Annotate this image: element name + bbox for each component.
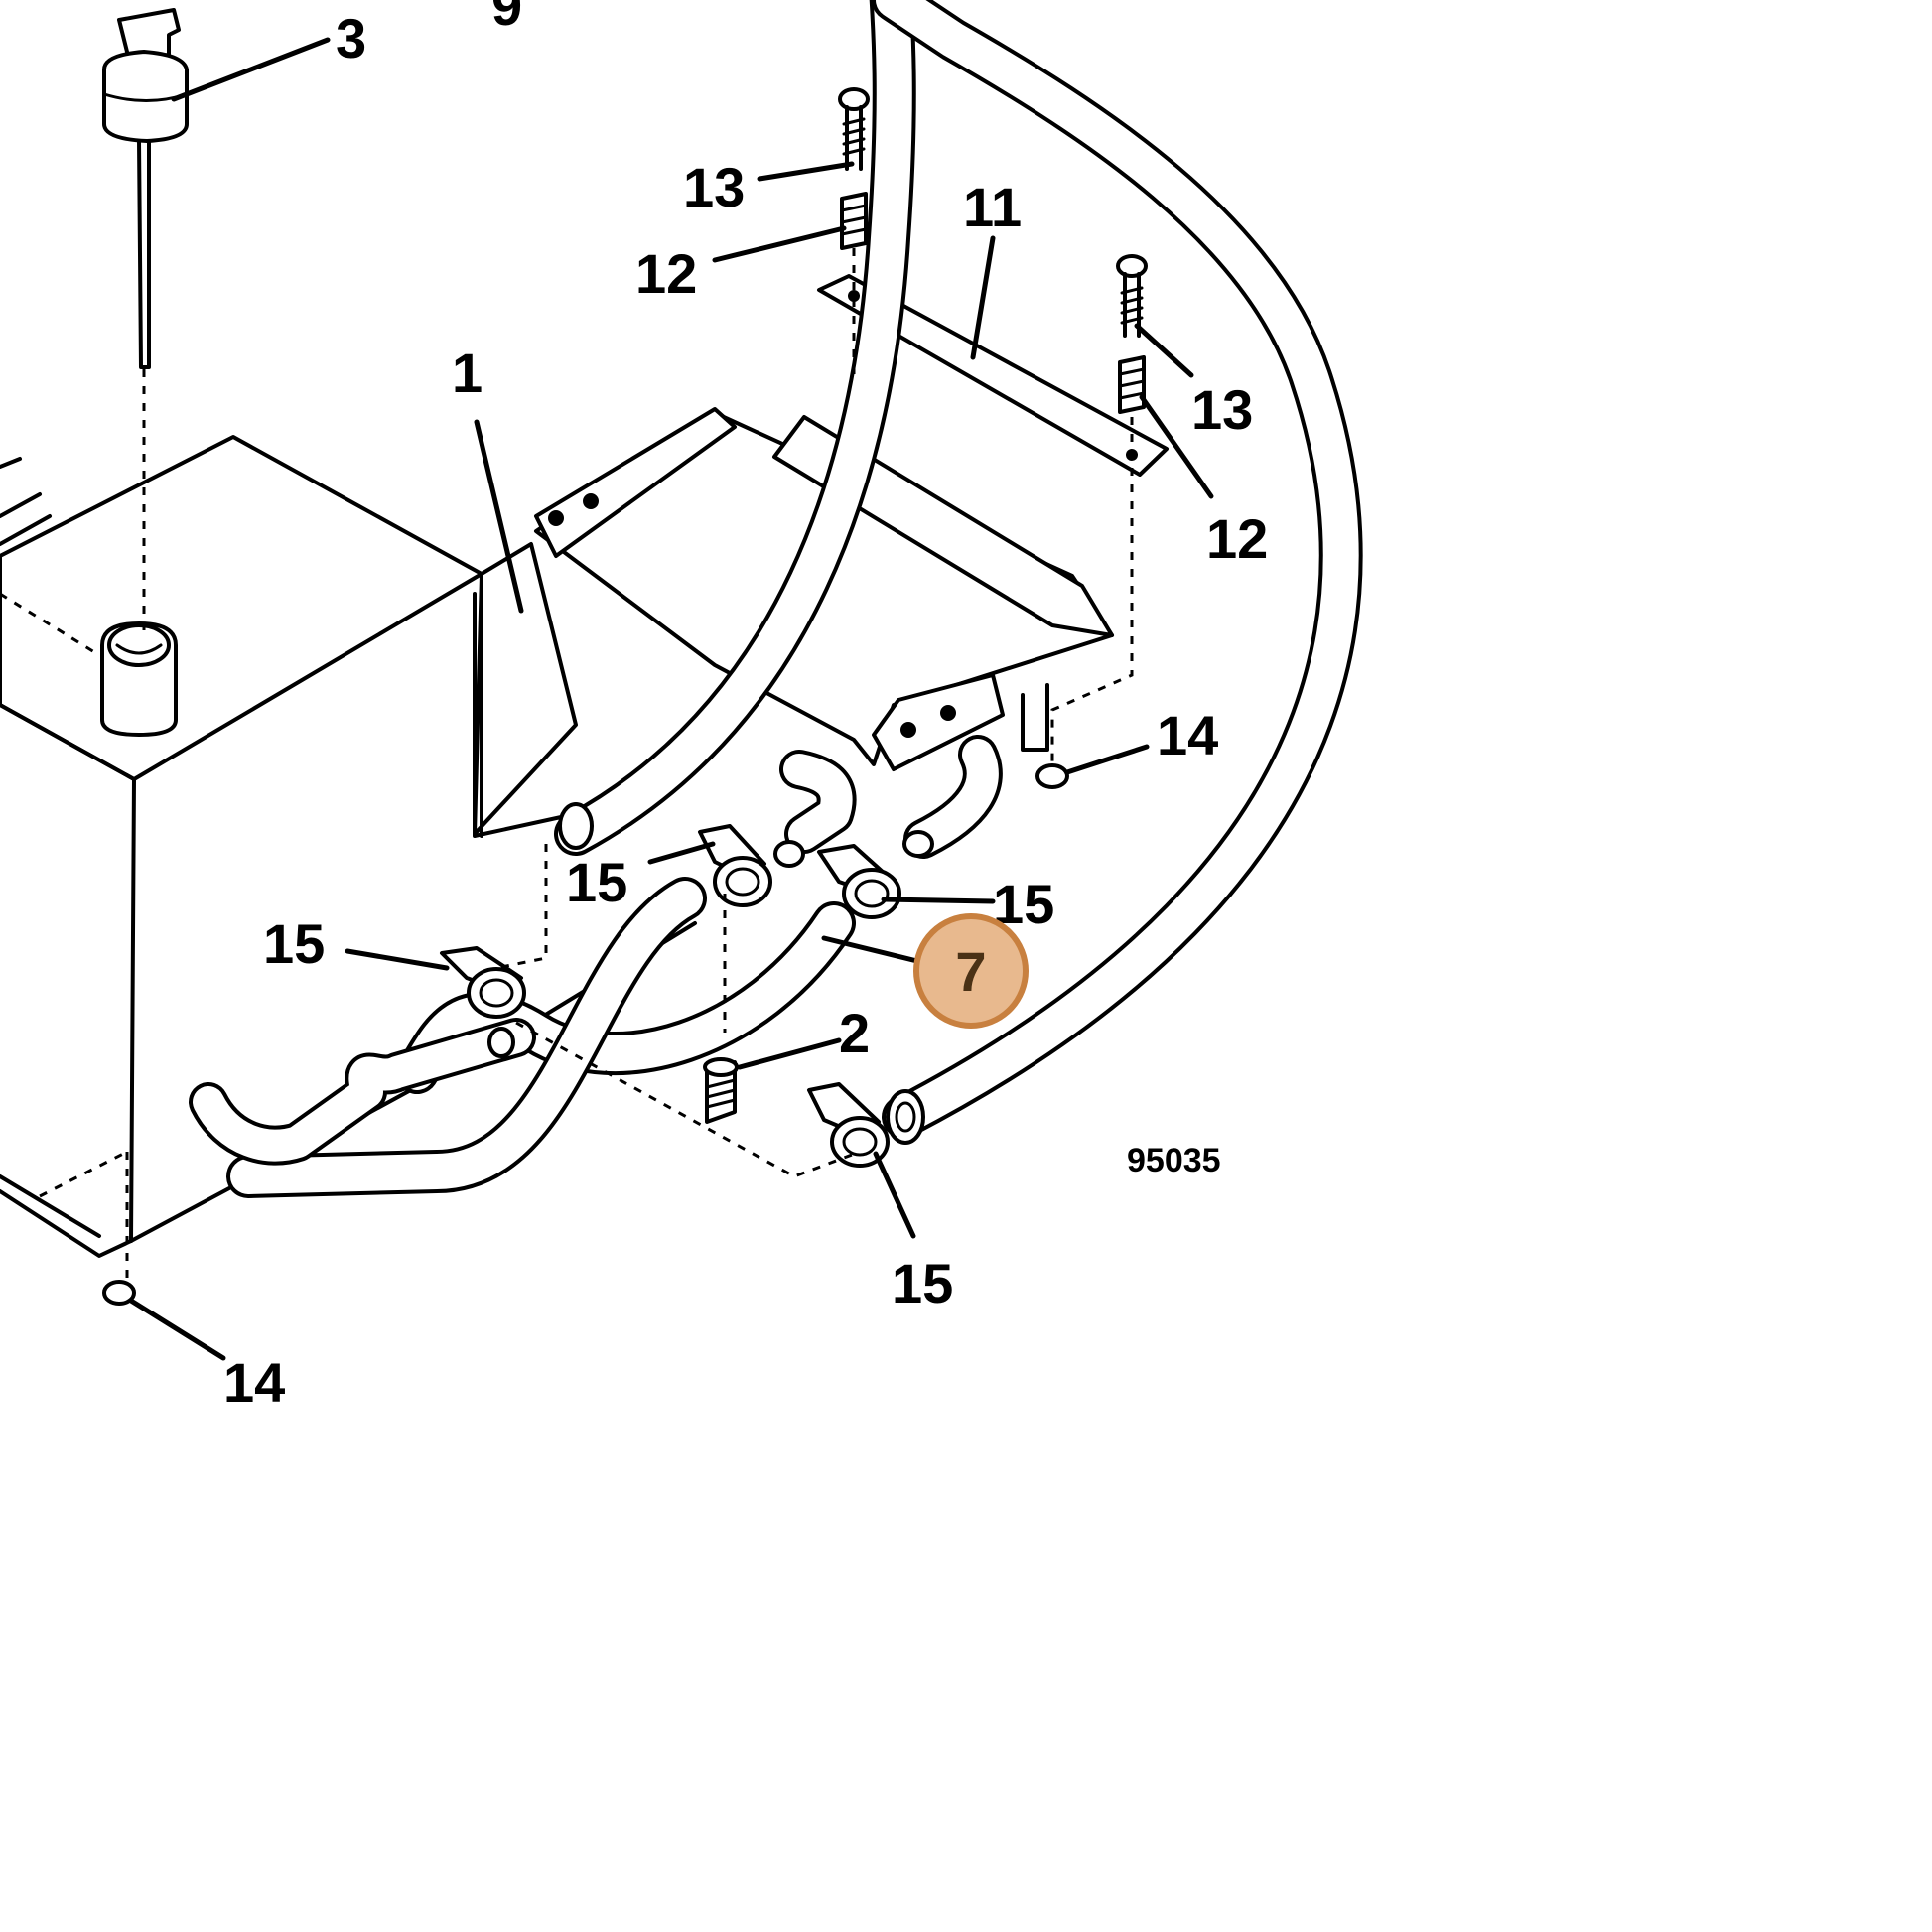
callout-label: 14	[223, 1351, 285, 1414]
callout-label: 11	[963, 176, 1022, 238]
callout-label: 1	[452, 342, 483, 404]
hex-nut	[1035, 763, 1069, 789]
tank-fittings	[487, 735, 1003, 1058]
hose-clamp	[440, 946, 526, 1019]
callout-label: 15	[263, 912, 325, 975]
leader-lines	[128, 37, 1214, 1361]
cap-screw	[1116, 254, 1148, 338]
fill-cap	[102, 8, 189, 369]
drain-plug	[703, 1057, 739, 1124]
filler-neck	[100, 621, 178, 737]
callout-label: 12	[635, 242, 697, 305]
callout-label: 13	[1191, 378, 1253, 441]
spacer	[840, 192, 868, 250]
callout-label: 3	[336, 7, 366, 69]
callout-label: 9	[491, 0, 522, 37]
left-elbow-hose	[189, 1018, 536, 1166]
lower-hose	[226, 877, 707, 1198]
cap-screw	[838, 87, 870, 171]
highlight-label: 7	[955, 940, 986, 1003]
callout-label: 2	[839, 1002, 870, 1064]
spacer	[1118, 355, 1146, 414]
outer-hose	[872, 0, 1363, 1145]
hex-nut	[102, 1280, 136, 1306]
drawing-number: 95035	[1127, 1142, 1221, 1179]
hose-clamp	[817, 844, 901, 919]
assembly-lines	[0, 248, 1134, 1281]
callout-label: 13	[683, 156, 745, 218]
loop-hose	[554, 0, 916, 856]
callout-label: 15	[566, 851, 627, 913]
highlight-circle	[913, 913, 1029, 1029]
highlighted-callout: 7	[913, 913, 1029, 1029]
callout-labels: 9 3 13 12 11 1 13 12 14 15 15 15 2 15 14…	[223, 0, 1268, 1414]
hose-clamp	[698, 824, 772, 907]
callout-label: 15	[892, 1252, 953, 1314]
callout-label: 14	[1157, 704, 1218, 766]
callout-label: 12	[1206, 507, 1268, 570]
